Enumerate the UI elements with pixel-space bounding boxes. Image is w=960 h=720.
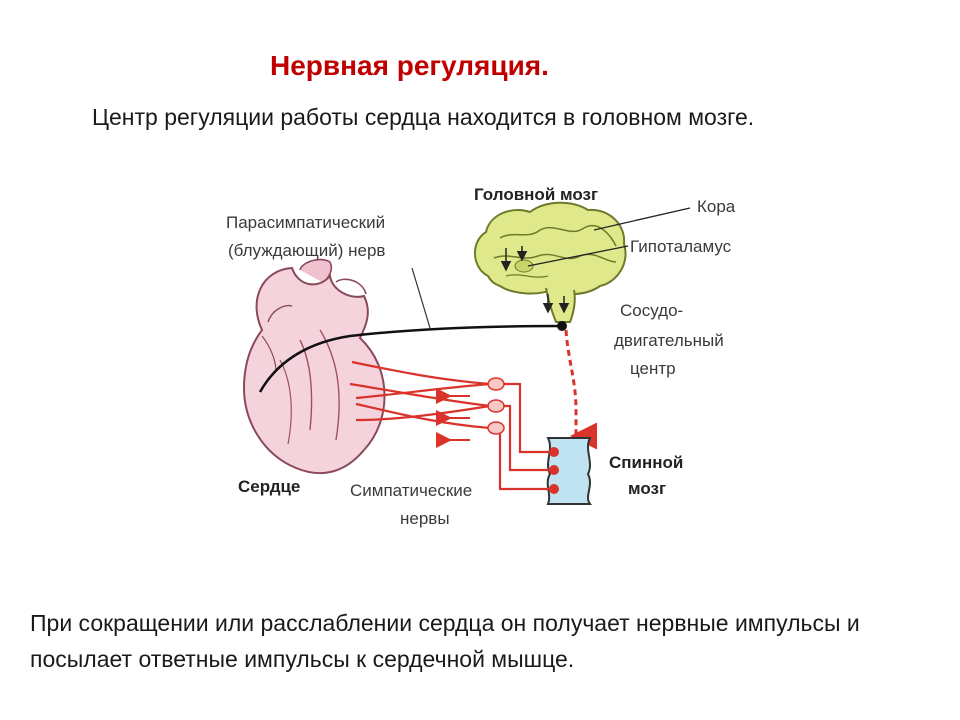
label-brain: Головной мозг [474, 185, 599, 204]
label-parasympathetic-2: (блуждающий) нерв [228, 241, 386, 260]
label-cortex: Кора [697, 197, 736, 216]
label-parasympathetic-1: Парасимпатический [226, 213, 386, 232]
label-spinal-1: Спинной [609, 453, 684, 472]
intro-text: Центр регуляции работы сердца находится … [92, 104, 755, 130]
label-hypothalamus: Гипоталамус [630, 237, 732, 256]
label-heart: Сердце [238, 477, 301, 496]
label-vasomotor-1: Сосудо- [620, 301, 684, 320]
brain-illustration [474, 201, 627, 331]
sympathetic-ganglia [487, 377, 505, 435]
vagus-nerve-line [258, 324, 563, 393]
label-sympathetic-1: Симпатические [350, 481, 473, 500]
label-vasomotor-2: двигательный [614, 331, 724, 350]
impulse-arrows [436, 388, 470, 448]
footer-text: При сокращении или расслаблении сердца о… [30, 610, 860, 672]
label-sympathetic-2: нервы [400, 509, 450, 528]
label-spinal-2: мозг [628, 479, 667, 498]
descending-pathway [564, 329, 597, 450]
label-vasomotor-3: центр [630, 359, 676, 378]
slide-title: Нервная регуляция. [270, 50, 549, 81]
heart-illustration [242, 258, 386, 475]
sympathetic-nerves [349, 360, 554, 491]
